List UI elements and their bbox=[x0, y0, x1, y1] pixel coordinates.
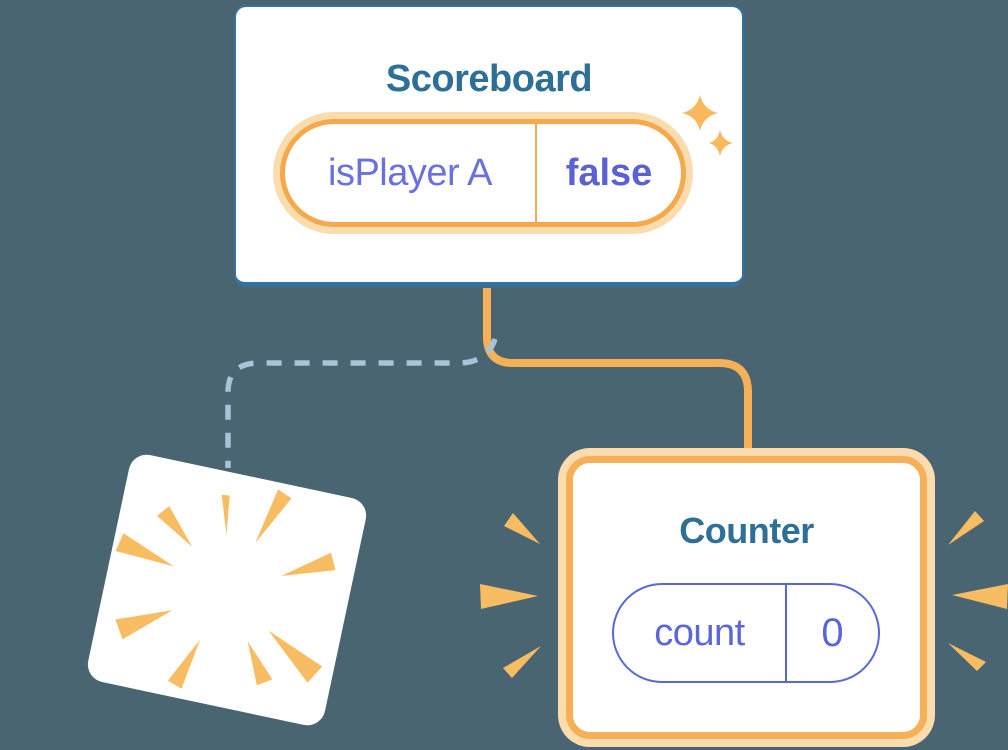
connector-solid-line bbox=[483, 288, 752, 455]
counter-title: Counter bbox=[679, 510, 814, 551]
emphasis-rays-right-icon bbox=[948, 511, 1008, 671]
scoreboard-card: Scoreboard isPlayer A false bbox=[234, 5, 744, 287]
sparkles-icon bbox=[682, 95, 733, 156]
state-value: 0 bbox=[785, 585, 878, 681]
scoreboard-state-pill: isPlayer A false bbox=[280, 119, 686, 227]
counter-card: Counter count 0 bbox=[566, 456, 927, 739]
state-name: count bbox=[654, 611, 745, 654]
removed-component-card bbox=[84, 451, 370, 729]
state-value: false bbox=[535, 124, 681, 222]
counter-state-pill: count 0 bbox=[612, 583, 880, 683]
connector-dashed-line bbox=[225, 337, 498, 468]
burst-icon bbox=[115, 489, 336, 689]
emphasis-rays-left-icon bbox=[480, 513, 541, 678]
state-name: isPlayer A bbox=[328, 151, 492, 194]
scoreboard-title: Scoreboard bbox=[385, 58, 593, 100]
